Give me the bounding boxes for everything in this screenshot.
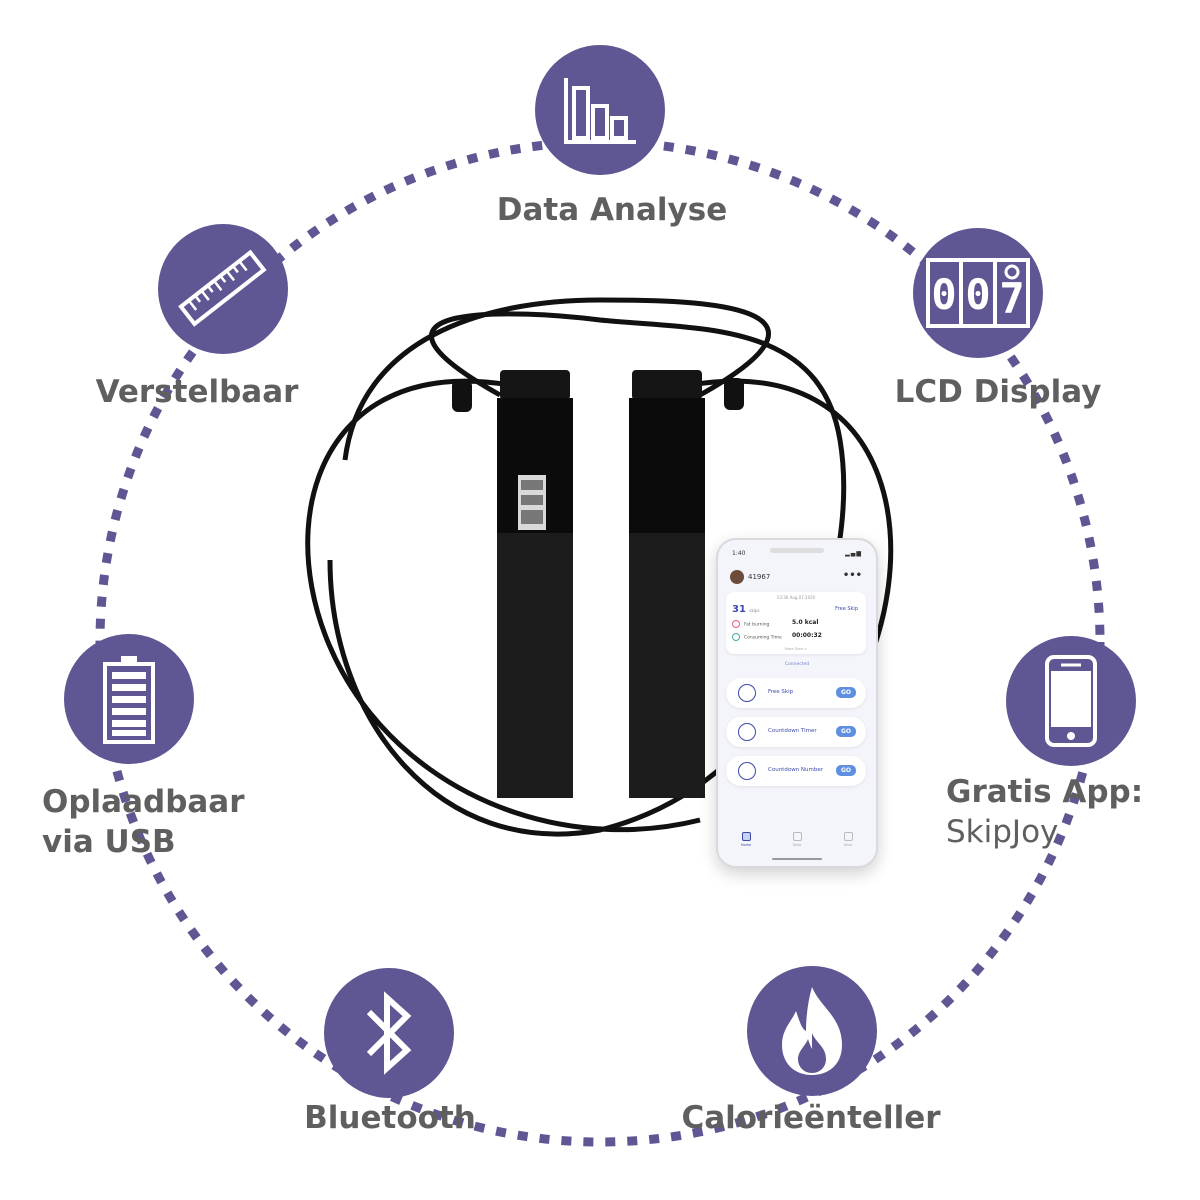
fat-icon xyxy=(732,620,740,628)
bluetooth-icon xyxy=(366,991,412,1075)
user-id: 41967 xyxy=(748,573,771,581)
clock-icon xyxy=(732,633,740,641)
stats-card: 13:30 Aug.07.2020 31 skips Free Skip Fat… xyxy=(726,592,866,654)
data-analysis-badge xyxy=(535,45,665,175)
label-adjustable: Verstelbaar xyxy=(95,374,299,410)
timer-icon xyxy=(738,723,756,741)
left-handle xyxy=(497,370,573,798)
connection-status: Connected xyxy=(784,662,810,667)
calorie-badge xyxy=(747,966,877,1096)
ruler-icon xyxy=(178,249,267,327)
mode-label: Free Skip xyxy=(835,606,858,612)
more-data-link[interactable]: More Data > xyxy=(784,647,808,651)
stats-date: 13:30 Aug.07.2020 xyxy=(776,595,816,600)
avatar xyxy=(730,570,744,584)
phone-time: 1:40 xyxy=(732,550,746,557)
jump-icon xyxy=(738,684,756,702)
home-indicator xyxy=(772,858,822,860)
lcd-digit-1: 0 xyxy=(931,270,956,319)
free-skip-button[interactable]: Free Skip GO xyxy=(726,678,866,708)
smartphone-icon xyxy=(1045,655,1097,747)
signal-icon: ▂▄▆ xyxy=(845,550,862,557)
bluetooth-badge xyxy=(324,968,454,1098)
tab-home[interactable]: Home xyxy=(726,832,766,847)
countdown-timer-button[interactable]: Countdown Timer GO xyxy=(726,717,866,747)
tab-mine[interactable]: Mine xyxy=(828,832,868,847)
phone-mockup: 1:40 ▂▄▆ 41967 ••• 13:30 Aug.07.2020 31 … xyxy=(716,538,878,868)
lcd-digits-icon: 0 0 7 xyxy=(926,258,1030,328)
right-handle xyxy=(629,370,705,798)
lcd-badge: 0 0 7 xyxy=(913,228,1043,358)
tab-bar: Home Data Mine xyxy=(718,832,876,852)
tab-data[interactable]: Data xyxy=(777,832,817,847)
phone-notch xyxy=(770,548,824,553)
fat-row: Fat burning 5.0 kcal xyxy=(732,619,818,628)
label-calorie-counter: Calorieënteller xyxy=(681,1100,941,1136)
bar-chart-icon xyxy=(564,78,636,144)
lcd-digit-2: 0 xyxy=(965,270,990,319)
label-lcd-display: LCD Display xyxy=(894,374,1102,410)
lcd-digit-3: 7 xyxy=(999,274,1024,323)
label-bluetooth: Bluetooth xyxy=(304,1100,476,1136)
label-data-analysis: Data Analyse xyxy=(496,192,728,228)
time-row: Consuming Time 00:00:32 xyxy=(732,632,822,641)
battery-icon xyxy=(103,656,155,744)
countdown-number-button[interactable]: Countdown Number GO xyxy=(726,756,866,786)
adjustable-badge xyxy=(158,224,288,354)
flame-icon xyxy=(782,987,842,1075)
more-icon[interactable]: ••• xyxy=(842,570,862,581)
rechargeable-badge xyxy=(64,634,194,764)
skip-count: 31 skips xyxy=(732,604,760,615)
app-badge xyxy=(1006,636,1136,766)
label-rechargeable: Oplaadbaar via USB xyxy=(42,784,245,860)
label-app: Gratis App: SkipJoy xyxy=(946,774,1144,850)
number-icon xyxy=(738,762,756,780)
